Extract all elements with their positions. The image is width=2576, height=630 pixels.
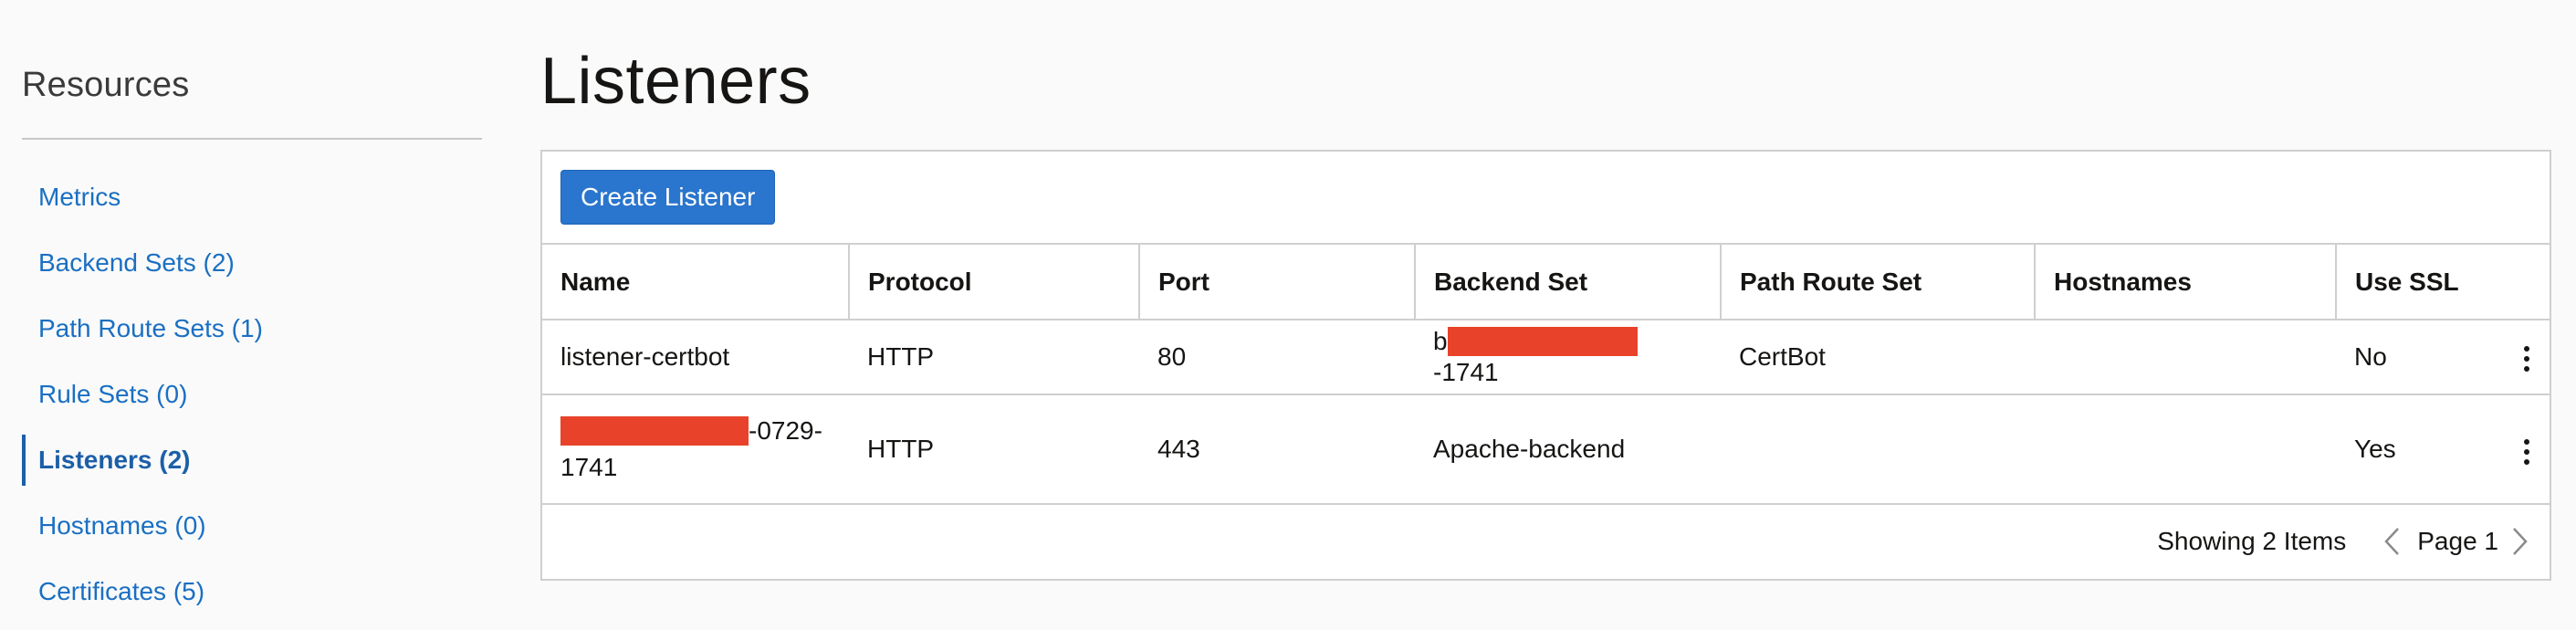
cell-hostnames bbox=[2035, 394, 2336, 505]
cell-backend-set: b-1741 bbox=[1415, 320, 1721, 395]
table-header-row: Name Protocol Port Backend Set Path Rout… bbox=[542, 245, 2550, 320]
name-suffix: -0729- bbox=[749, 416, 822, 445]
page-indicator: Page 1 bbox=[2417, 527, 2498, 555]
column-header-backend-set[interactable]: Backend Set bbox=[1415, 245, 1722, 320]
listeners-table: Name Protocol Port Backend Set Path Rout… bbox=[542, 245, 2550, 505]
page-title: Listeners bbox=[540, 45, 812, 118]
sidebar-item-path-route-sets[interactable]: Path Route Sets (1) bbox=[38, 314, 263, 342]
item-count: Showing 2 Items bbox=[2157, 527, 2347, 555]
cell-use-ssl: Yes bbox=[2336, 394, 2550, 505]
sidebar-title: Resources bbox=[22, 66, 190, 104]
cell-hostnames bbox=[2035, 320, 2336, 395]
sidebar-item-hostnames[interactable]: Hostnames (0) bbox=[38, 511, 206, 540]
sidebar-item-backend-sets[interactable]: Backend Sets (2) bbox=[38, 248, 235, 277]
column-header-hostnames[interactable]: Hostnames bbox=[2035, 245, 2337, 320]
column-header-use-ssl[interactable]: Use SSL bbox=[2336, 245, 2550, 320]
sidebar-item-certificates[interactable]: Certificates (5) bbox=[38, 577, 205, 605]
row-actions-kebab-icon[interactable] bbox=[2522, 346, 2531, 372]
column-header-name[interactable]: Name bbox=[542, 245, 850, 320]
sidebar-divider bbox=[22, 138, 482, 140]
column-header-protocol[interactable]: Protocol bbox=[849, 245, 1140, 320]
create-listener-button[interactable]: Create Listener bbox=[560, 170, 776, 225]
cell-path-route-set: CertBot bbox=[1721, 320, 2035, 395]
table-pagination: Showing 2 Items Page 1 bbox=[542, 504, 2550, 579]
redaction-box bbox=[560, 415, 749, 446]
use-ssl-value: Yes bbox=[2354, 435, 2396, 463]
cell-port: 80 bbox=[1139, 320, 1415, 395]
cell-path-route-set bbox=[1721, 394, 2035, 505]
listeners-panel: Create Listener Name Protocol Port bbox=[540, 150, 2551, 581]
redaction-box bbox=[1447, 326, 1638, 356]
toolbar: Create Listener bbox=[542, 152, 2550, 245]
cell-protocol: HTTP bbox=[849, 320, 1139, 395]
cell-use-ssl: No bbox=[2336, 320, 2550, 395]
chevron-left-icon[interactable] bbox=[2379, 523, 2404, 560]
name-line2: 1741 bbox=[560, 453, 618, 481]
table-row: listener-certbot HTTP 80 b-1741 CertBot … bbox=[542, 320, 2550, 395]
cell-name[interactable]: -0729- 1741 bbox=[542, 394, 849, 505]
sidebar-item-rule-sets[interactable]: Rule Sets (0) bbox=[38, 380, 188, 408]
sidebar-item-metrics[interactable]: Metrics bbox=[38, 183, 121, 211]
table-row: -0729- 1741 HTTP 443 Apache-backend Yes bbox=[542, 394, 2550, 505]
backend-set-prefix: b bbox=[1433, 327, 1448, 356]
use-ssl-value: No bbox=[2354, 342, 2387, 371]
cell-protocol: HTTP bbox=[849, 394, 1139, 505]
column-header-path-route-set[interactable]: Path Route Set bbox=[1721, 245, 2036, 320]
column-header-port[interactable]: Port bbox=[1139, 245, 1416, 320]
cell-port: 443 bbox=[1139, 394, 1415, 505]
backend-set-suffix: -1741 bbox=[1433, 357, 1499, 386]
resources-nav: Metrics Backend Sets (2) Path Route Sets… bbox=[0, 164, 484, 625]
cell-backend-set: Apache-backend bbox=[1415, 394, 1721, 505]
cell-name[interactable]: listener-certbot bbox=[542, 320, 849, 395]
chevron-right-icon[interactable] bbox=[2508, 523, 2533, 560]
resources-sidebar: Resources Metrics Backend Sets (2) Path … bbox=[0, 0, 484, 630]
row-actions-kebab-icon[interactable] bbox=[2522, 439, 2531, 465]
sidebar-item-listeners[interactable]: Listeners (2) bbox=[0, 427, 484, 493]
main-content: Listeners Create Listener Name bbox=[540, 0, 2558, 630]
